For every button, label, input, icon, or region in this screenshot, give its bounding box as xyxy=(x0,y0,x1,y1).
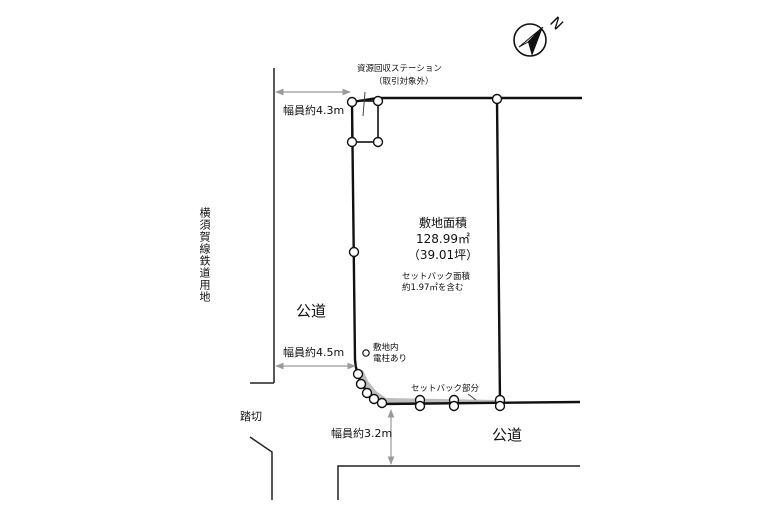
utility-pole-marker xyxy=(362,349,370,357)
resource-station-label: 資源回収ステーション xyxy=(357,64,442,74)
boundary-marker xyxy=(368,393,380,405)
north-label: N xyxy=(546,13,567,34)
boundary-marker xyxy=(372,136,384,148)
site-area-sqm: 128.99㎡ xyxy=(416,232,470,246)
setback-area xyxy=(357,370,498,404)
resource-station-leader xyxy=(362,91,366,117)
boundary-marker xyxy=(448,400,460,412)
setback-area-value: 約1.97㎡を含む xyxy=(402,283,464,293)
rail-land-label: 横須賀線鉄道用地 xyxy=(198,207,211,303)
boundary-markers xyxy=(346,93,506,412)
boundary-marker xyxy=(491,93,503,105)
boundary-marker xyxy=(348,246,360,258)
setback-leader xyxy=(467,393,477,401)
setback-area-title: セットバック面積 xyxy=(402,272,471,282)
boundary-marker xyxy=(414,400,426,412)
public-road-south-label: 公道 xyxy=(492,426,523,444)
utility-pole-label-line2: 電柱あり xyxy=(373,354,408,364)
crossing-boundary-line xyxy=(249,436,273,500)
boundary-marker xyxy=(376,397,388,409)
public-road-west-label: 公道 xyxy=(296,302,327,320)
boundary-marker xyxy=(346,96,358,108)
width-top-label: 幅員約4.3m xyxy=(283,104,345,117)
south-road-boundary-line xyxy=(337,465,580,500)
north-arrow-icon xyxy=(513,23,547,57)
boundary-marker xyxy=(372,95,384,107)
setback-part-label: セットバック部分 xyxy=(411,384,480,394)
boundary-marker xyxy=(346,136,358,148)
boundary-marker xyxy=(355,378,367,390)
resource-station-box xyxy=(351,100,379,143)
resource-station-note: （取引対象外） xyxy=(374,77,434,87)
site-area-title: 敷地面積 xyxy=(418,216,467,230)
width-bottom-label: 幅員約3.2m xyxy=(331,427,393,440)
width-middle-label: 幅員約4.5m xyxy=(283,346,345,359)
crossing-label: 踏切 xyxy=(240,410,262,423)
boundary-marker xyxy=(494,400,506,412)
utility-pole-label-line1: 敷地内 xyxy=(373,343,399,353)
boundary-marker xyxy=(361,387,373,399)
site-area-tsubo: （39.01坪） xyxy=(407,248,479,262)
boundary-marker xyxy=(352,368,364,380)
lot-divider-line xyxy=(495,98,502,404)
